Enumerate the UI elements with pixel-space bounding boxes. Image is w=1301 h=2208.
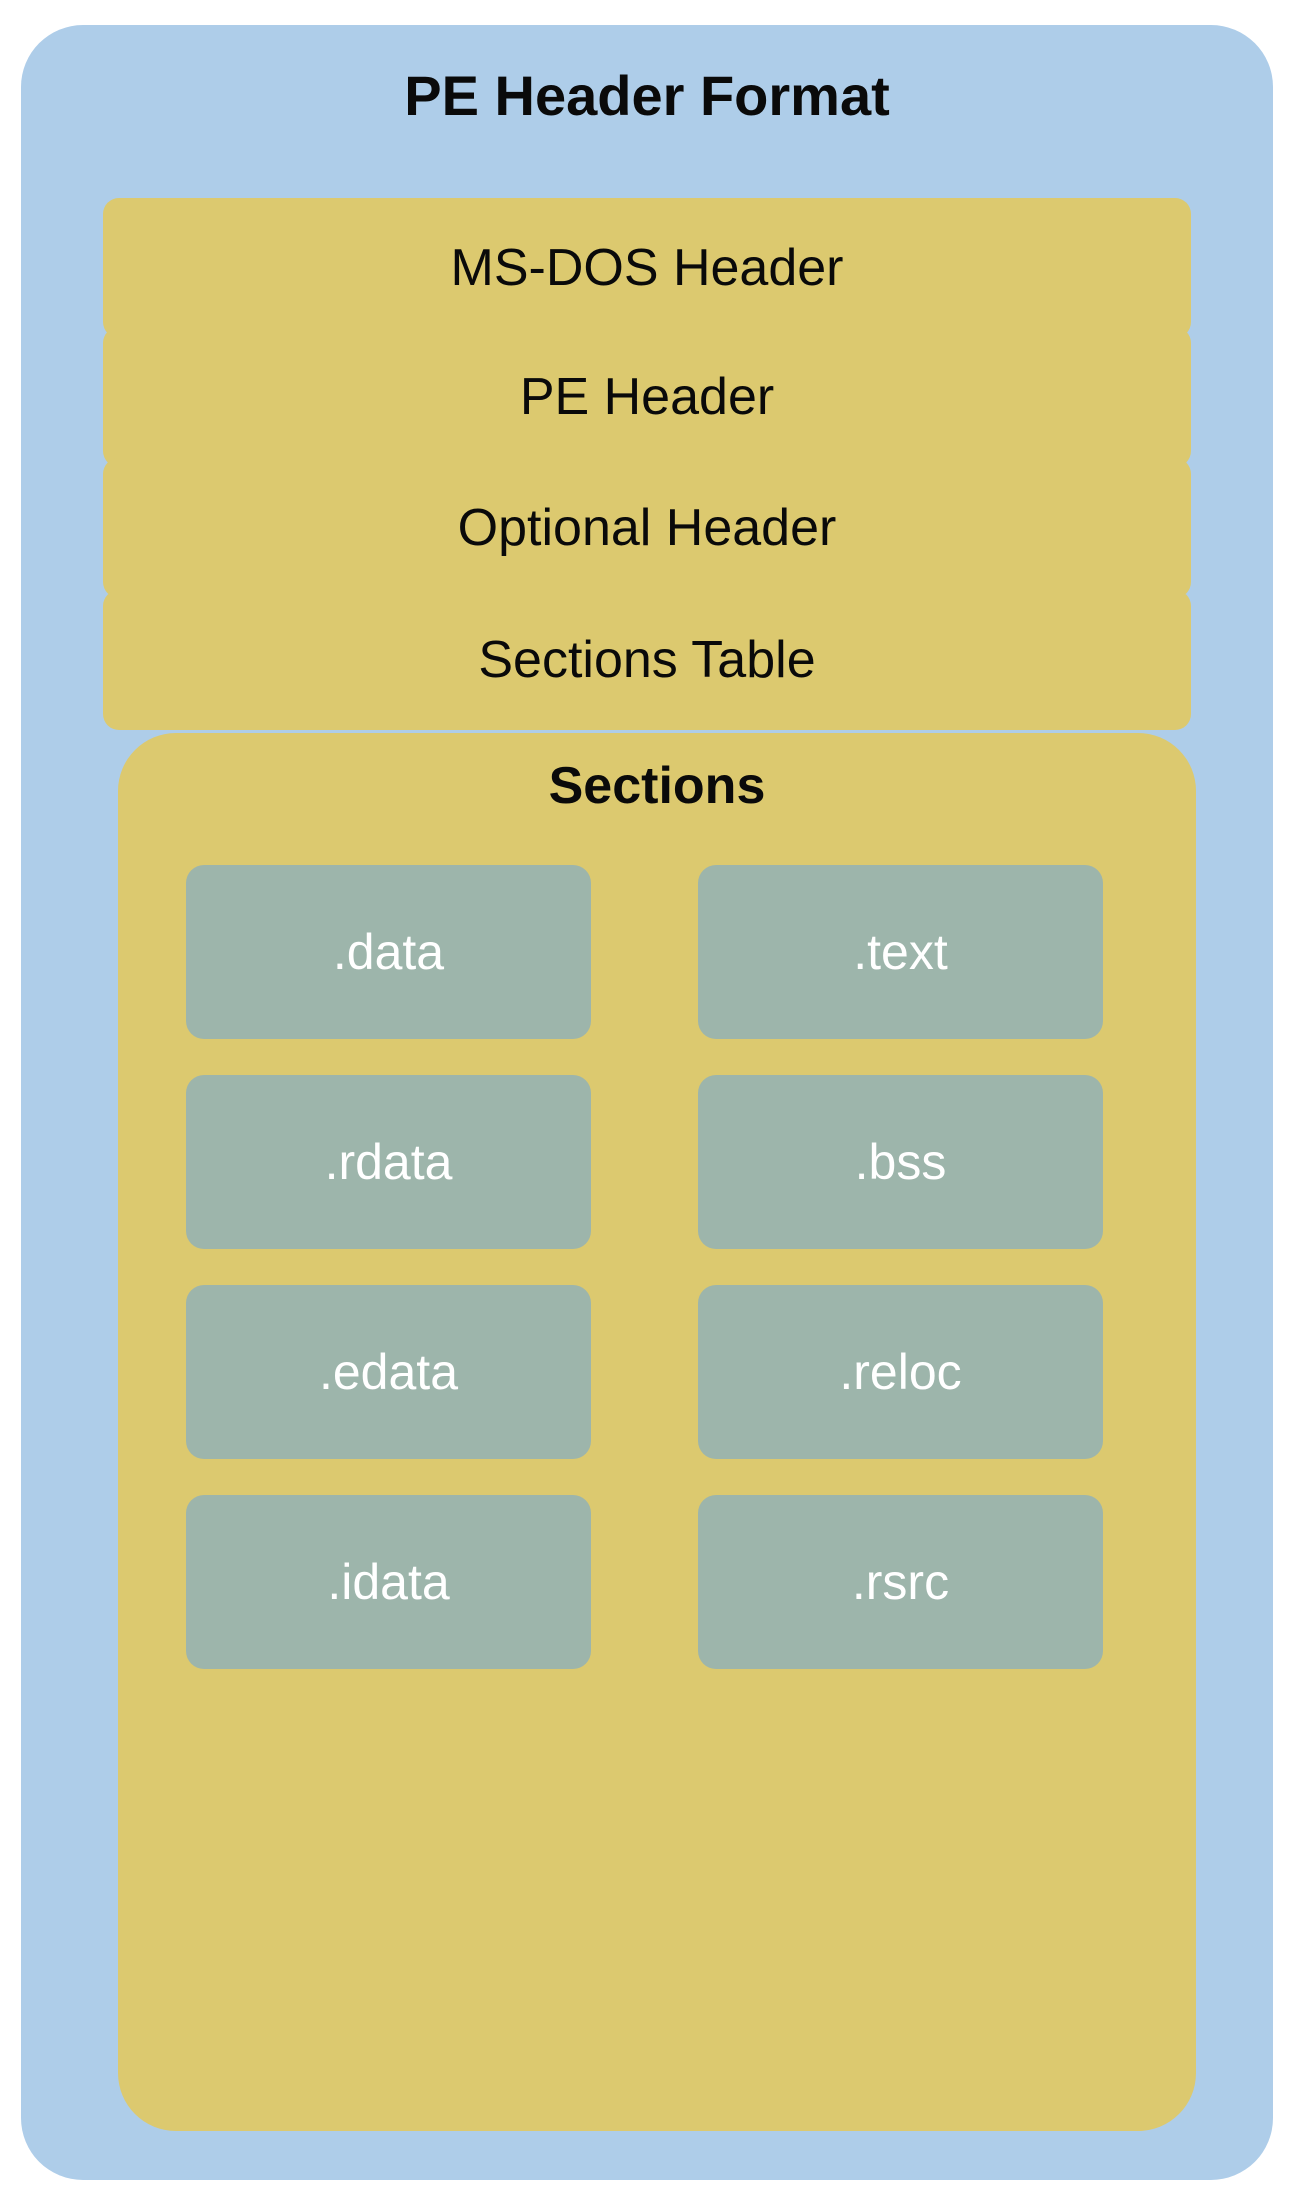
- page-title: PE Header Format: [404, 64, 890, 127]
- header-bar-label: Sections Table: [478, 631, 816, 689]
- section-chip-label: .data: [332, 924, 445, 980]
- section-chip-label: .edata: [318, 1344, 458, 1400]
- header-bar-label: MS-DOS Header: [450, 239, 844, 297]
- section-chip-label: .bss: [854, 1134, 947, 1190]
- sections-title: Sections: [548, 757, 766, 815]
- section-chip-bss: .bss: [698, 1075, 1103, 1249]
- header-bar-label: PE Header: [519, 368, 775, 426]
- section-chip-rsrc: .rsrc: [698, 1495, 1103, 1669]
- section-chip-label: .rdata: [324, 1134, 453, 1190]
- section-chip-edata: .edata: [186, 1285, 591, 1459]
- header-bar-label: Optional Header: [457, 499, 837, 557]
- section-chip-idata: .idata: [186, 1495, 591, 1669]
- sections-panel: Sections .data .text .rdata .bss .edata: [118, 733, 1196, 2131]
- sections-grid: .data .text .rdata .bss .edata .reloc: [186, 865, 1128, 1669]
- section-chip-text: .text: [698, 865, 1103, 1039]
- pe-header-format-panel: PE Header Format MS-DOS Header PE Header…: [21, 25, 1273, 2180]
- section-chip-label: .text: [853, 924, 948, 980]
- section-chip-label: .rsrc: [851, 1554, 950, 1610]
- header-bar-ms-dos-header: MS-DOS Header: [103, 198, 1191, 338]
- section-chip-label: .idata: [327, 1554, 450, 1610]
- section-chip-reloc: .reloc: [698, 1285, 1103, 1459]
- section-chip-label: .reloc: [839, 1344, 962, 1400]
- header-bar-sections-table: Sections Table: [103, 590, 1191, 730]
- header-bar-optional-header: Optional Header: [103, 458, 1191, 598]
- section-chip-rdata: .rdata: [186, 1075, 591, 1249]
- header-bar-pe-header: PE Header: [103, 327, 1191, 467]
- section-chip-data: .data: [186, 865, 591, 1039]
